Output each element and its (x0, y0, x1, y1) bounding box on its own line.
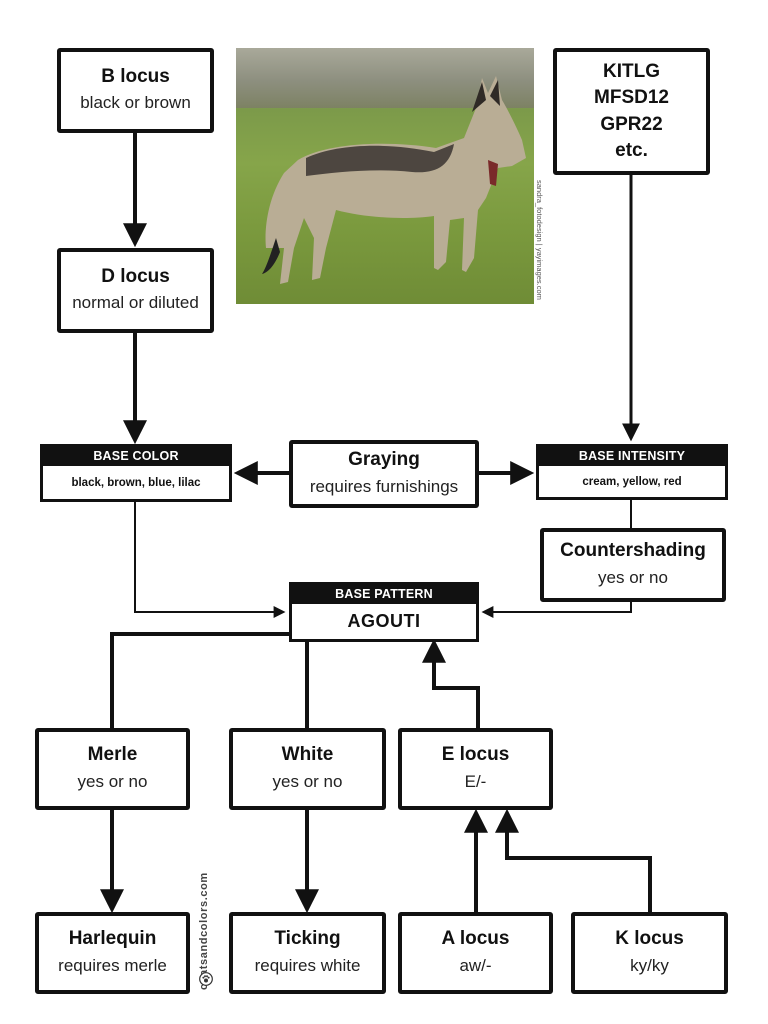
k-locus-box: K locus ky/ky (571, 912, 728, 994)
e-locus-title: E locus (441, 744, 510, 766)
gene-kitlg: KITLG (603, 61, 660, 83)
photo-credit: sandra_fotodesign | yayimages.com (535, 180, 544, 300)
arrow-k-to-e (495, 808, 652, 912)
b-locus-box: B locus black or brown (57, 48, 214, 133)
graying-sub: requires furnishings (309, 476, 459, 496)
ticking-sub: requires white (254, 955, 361, 975)
gene-etc: etc. (615, 139, 648, 161)
countershading-sub: yes or no (598, 567, 668, 587)
a-locus-sub: aw/- (459, 955, 492, 975)
graying-title: Graying (348, 449, 420, 471)
white-title: White (281, 744, 334, 766)
wolf-dog-photo (236, 48, 534, 304)
arrow-countershading-to-pattern (481, 602, 632, 618)
base-pattern-box: BASE PATTERN AGOUTI (289, 582, 479, 642)
arrow-e-to-pattern (422, 638, 480, 728)
merle-title: Merle (87, 744, 138, 766)
base-intensity-value: cream, yellow, red (582, 475, 682, 488)
base-intensity-box: BASE INTENSITY cream, yellow, red (536, 444, 728, 500)
paw-logo-icon (199, 972, 213, 986)
base-color-value: black, brown, blue, lilac (71, 476, 201, 489)
line-pattern-to-merle (110, 632, 289, 728)
base-intensity-header: BASE INTENSITY (539, 447, 725, 466)
a-locus-title: A locus (441, 928, 510, 950)
d-locus-sub: normal or diluted (72, 293, 199, 313)
genes-box: KITLG MFSD12 GPR22 etc. (553, 48, 710, 175)
base-pattern-value: AGOUTI (347, 611, 421, 631)
ticking-box: Ticking requires white (229, 912, 386, 994)
b-locus-title: B locus (101, 65, 170, 87)
a-locus-box: A locus aw/- (398, 912, 553, 994)
white-sub: yes or no (272, 771, 343, 791)
d-locus-title: D locus (101, 265, 170, 287)
gene-gpr22: GPR22 (600, 113, 663, 135)
e-locus-box: E locus E/- (398, 728, 553, 810)
harlequin-title: Harlequin (68, 928, 157, 950)
dog-silhouette (262, 76, 526, 284)
white-box: White yes or no (229, 728, 386, 810)
e-locus-sub: E/- (464, 771, 487, 791)
k-locus-title: K locus (615, 928, 684, 950)
arrow-base-color-to-pattern (134, 502, 286, 618)
d-locus-box: D locus normal or diluted (57, 248, 214, 333)
graying-box: Graying requires furnishings (289, 440, 479, 508)
k-locus-sub: ky/ky (630, 955, 669, 975)
base-pattern-header: BASE PATTERN (292, 585, 476, 604)
b-locus-sub: black or brown (80, 93, 191, 113)
countershading-title: Countershading (560, 540, 706, 562)
site-watermark: coatsandcolors.com (198, 872, 210, 990)
gene-mfsd12: MFSD12 (594, 87, 669, 109)
merle-sub: yes or no (77, 771, 148, 791)
base-color-box: BASE COLOR black, brown, blue, lilac (40, 444, 232, 502)
merle-box: Merle yes or no (35, 728, 190, 810)
countershading-box: Countershading yes or no (540, 528, 726, 602)
harlequin-box: Harlequin requires merle (35, 912, 190, 994)
ticking-title: Ticking (274, 928, 341, 950)
base-color-header: BASE COLOR (43, 447, 229, 466)
harlequin-sub: requires merle (58, 955, 167, 975)
